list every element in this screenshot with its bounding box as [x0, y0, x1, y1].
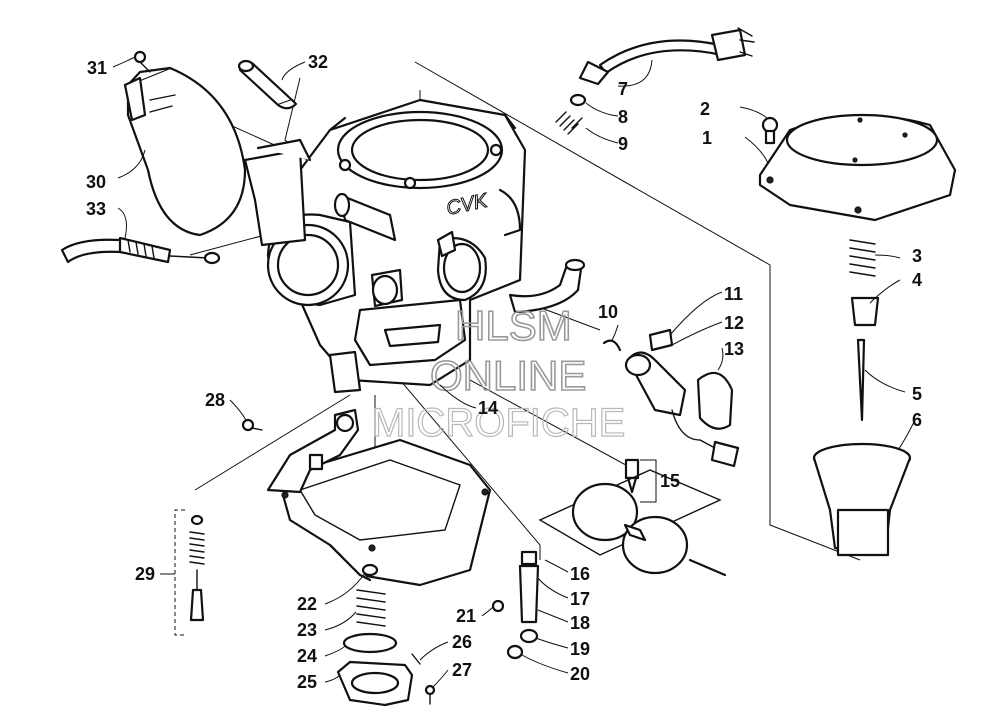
enrichener-screw [648, 328, 674, 352]
watermark-line1: HLSM [455, 302, 572, 349]
callout-10: 10 [598, 302, 618, 322]
callout-2: 2 [700, 99, 710, 119]
diaphragm-cover [758, 113, 957, 222]
callout-28: 28 [205, 390, 225, 410]
float-bowl [281, 438, 492, 587]
callout-26: 26 [452, 632, 472, 652]
accelerator-pump-spring [356, 589, 386, 627]
callout-5: 5 [912, 384, 922, 404]
callout-17: 17 [570, 589, 590, 609]
enrichener-plunger [624, 351, 687, 417]
pump-diaphragm [342, 632, 398, 654]
main-jet-tube [518, 550, 540, 624]
callout-33: 33 [86, 199, 106, 219]
cover-bolt [761, 116, 779, 145]
slide-spring [849, 239, 876, 277]
callout-15: 15 [660, 471, 680, 491]
callout-20: 20 [570, 664, 590, 684]
choke-cable [60, 236, 221, 265]
callout-32: 32 [308, 52, 328, 72]
float [538, 469, 727, 577]
callout-labels: 1 2 3 4 5 6 7 8 9 10 11 12 13 14 15 16 1… [86, 52, 922, 692]
callout-23: 23 [297, 620, 317, 640]
callout-29: 29 [135, 564, 155, 584]
callout-12: 12 [724, 313, 744, 333]
plunger-boot [696, 371, 734, 430]
callout-27: 27 [452, 660, 472, 680]
watermark-line3: MICROFICHE [372, 401, 625, 445]
callout-3: 3 [912, 246, 922, 266]
callout-4: 4 [912, 270, 922, 290]
carburetor-body: CVK [243, 98, 586, 394]
throttle-cable [578, 27, 755, 86]
callout-6: 6 [912, 410, 922, 430]
watermark: HLSM ONLINE MICROFICHE [371, 301, 626, 445]
idle-spring [555, 111, 583, 135]
callout-31: 31 [87, 58, 107, 78]
main-jet [506, 644, 524, 660]
callout-24: 24 [297, 646, 317, 666]
pump-cover [336, 660, 414, 707]
callout-leaders [112, 56, 916, 689]
callout-16: 16 [570, 564, 590, 584]
pump-cover-screw [424, 684, 436, 705]
drain-plug [361, 563, 379, 577]
watermark-line2: ONLINE [430, 352, 586, 399]
callout-22: 22 [297, 594, 317, 614]
callout-1: 1 [702, 128, 712, 148]
callout-19: 19 [570, 639, 590, 659]
callout-7: 7 [618, 79, 628, 99]
enrichener-lead [671, 409, 740, 468]
cover-screw [133, 50, 151, 73]
callout-18: 18 [570, 613, 590, 633]
callout-11: 11 [724, 284, 743, 304]
washer [569, 93, 587, 107]
callout-25: 25 [297, 672, 317, 692]
plunger-clip [602, 339, 622, 352]
pilot-screw-kit [174, 509, 205, 636]
jet-needle [856, 338, 866, 422]
callout-13: 13 [724, 339, 744, 359]
callout-14: 14 [478, 398, 498, 418]
vacuum-piston [812, 442, 912, 557]
drain-screw [241, 418, 263, 432]
callout-9: 9 [618, 134, 628, 154]
float-bowl-lever [266, 408, 360, 494]
callout-21: 21 [456, 606, 476, 626]
side-cover [123, 66, 247, 237]
needle-jet [519, 628, 539, 644]
callout-8: 8 [618, 107, 628, 127]
callout-30: 30 [86, 172, 106, 192]
spring-seat [850, 296, 880, 327]
cover-screw-small [411, 653, 421, 665]
oring [491, 599, 505, 613]
vent-hose [237, 59, 298, 110]
